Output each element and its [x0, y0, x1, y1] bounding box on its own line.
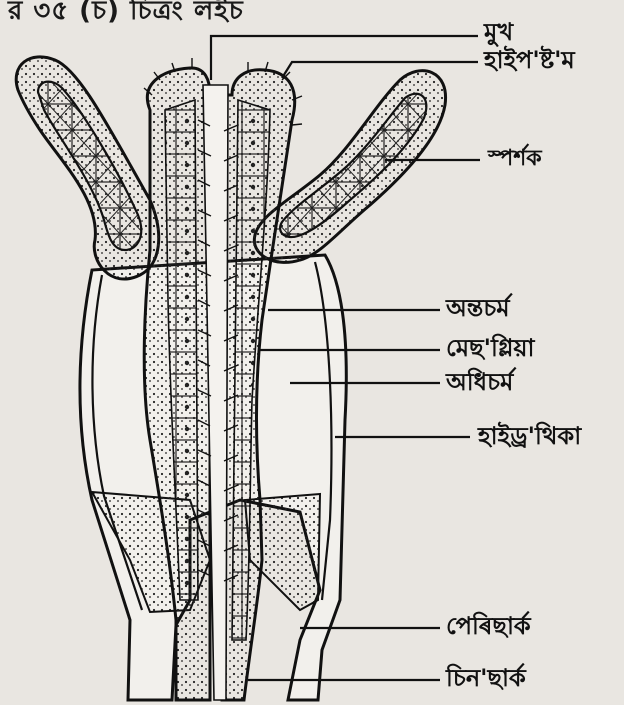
left-tentacle	[16, 57, 159, 279]
label-tentacle: স্পৰ্শক	[488, 148, 542, 170]
label-ectoderm: অধিচৰ্ম	[446, 370, 513, 394]
label-endoderm: অন্তচৰ্ম	[446, 296, 510, 320]
label-mesoglea: মেছ'গ্লিয়া	[446, 336, 535, 360]
label-hypostome: হাইপ'ষ্ট'ম	[484, 48, 575, 72]
label-coenosarc: চিন'ছাৰ্ক	[446, 666, 526, 690]
label-hydrotheca: হাইড্র'থিকা	[478, 424, 581, 448]
label-perisarc: পেৰিছাৰ্ক	[446, 614, 531, 638]
label-mouth: মুখ	[484, 20, 513, 44]
